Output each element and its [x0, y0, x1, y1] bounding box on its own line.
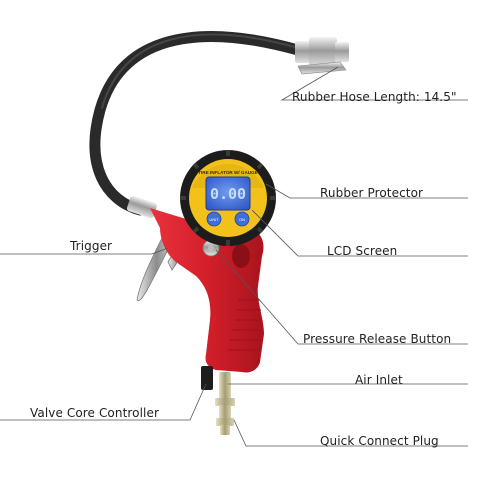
leader-release: [215, 249, 468, 345]
label-quick-connect-plug: Quick Connect Plug: [320, 434, 439, 448]
label-air-inlet: Air Inlet: [355, 373, 403, 387]
label-valve-core-controller: Valve Core Controller: [30, 406, 159, 420]
gauge-unit-button: [206, 211, 222, 227]
quick-connect-plug: [215, 398, 235, 435]
leader-lcd: [251, 209, 468, 257]
leader-protector: [265, 183, 468, 199]
label-lcd-screen: LCD Screen: [327, 244, 398, 258]
leader-lines: [0, 66, 468, 447]
label-rubber-hose-length: Rubber Hose Length: 14.5": [292, 90, 457, 104]
lcd-reading: 0.00: [210, 185, 246, 203]
leader-valve-core: [0, 383, 207, 421]
valve-core-controller: [201, 366, 213, 390]
gauge-on-button: [234, 211, 250, 227]
lcd-screen: [205, 176, 251, 211]
label-pressure-release-button: Pressure Release Button: [303, 332, 452, 346]
leader-trigger: [0, 247, 169, 255]
leader-hose: [280, 66, 468, 101]
leader-quick-connect: [233, 419, 468, 447]
label-rubber-protector: Rubber Protector: [320, 186, 424, 200]
grip-ribs: [228, 299, 262, 351]
air-inlet: [219, 372, 231, 400]
gauge-brand-text: TIRE INFLATOR W/ GAUGE: [198, 170, 258, 175]
label-trigger: Trigger: [70, 239, 113, 253]
hose-ferrule: [126, 195, 158, 219]
gauge-on-label: ON: [239, 217, 245, 222]
air-chuck: [295, 37, 349, 75]
body-slot: [232, 244, 250, 268]
gauge-unit-label: UNIT: [209, 217, 219, 222]
